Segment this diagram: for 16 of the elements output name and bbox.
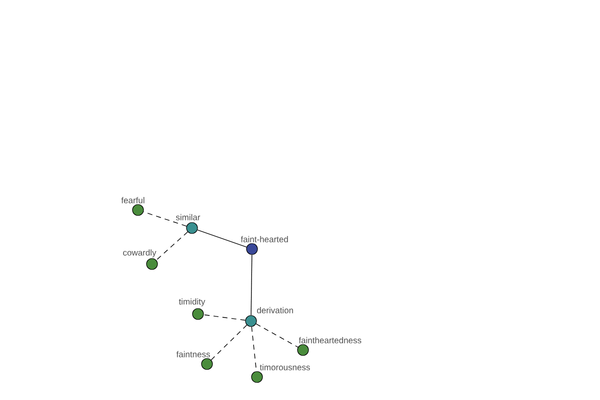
connector-line	[250, 254, 252, 316]
node-label: faintheartedness	[298, 337, 362, 344]
node-label: faintness	[176, 351, 210, 358]
node-label: timorousness	[260, 364, 310, 370]
node-label: derivation	[257, 307, 293, 314]
node-label: fearful	[121, 197, 144, 204]
node-label: faint-hearted	[240, 236, 288, 242]
connector-line	[143, 212, 187, 227]
node-label: timidity	[178, 298, 206, 306]
connector-line	[197, 230, 247, 248]
node-label: cowardly	[123, 249, 156, 258]
connector-line	[203, 314, 246, 321]
node-label: similar	[176, 214, 200, 220]
connector-line	[156, 232, 188, 260]
connector-line	[210, 324, 248, 360]
connector-line	[256, 323, 298, 348]
